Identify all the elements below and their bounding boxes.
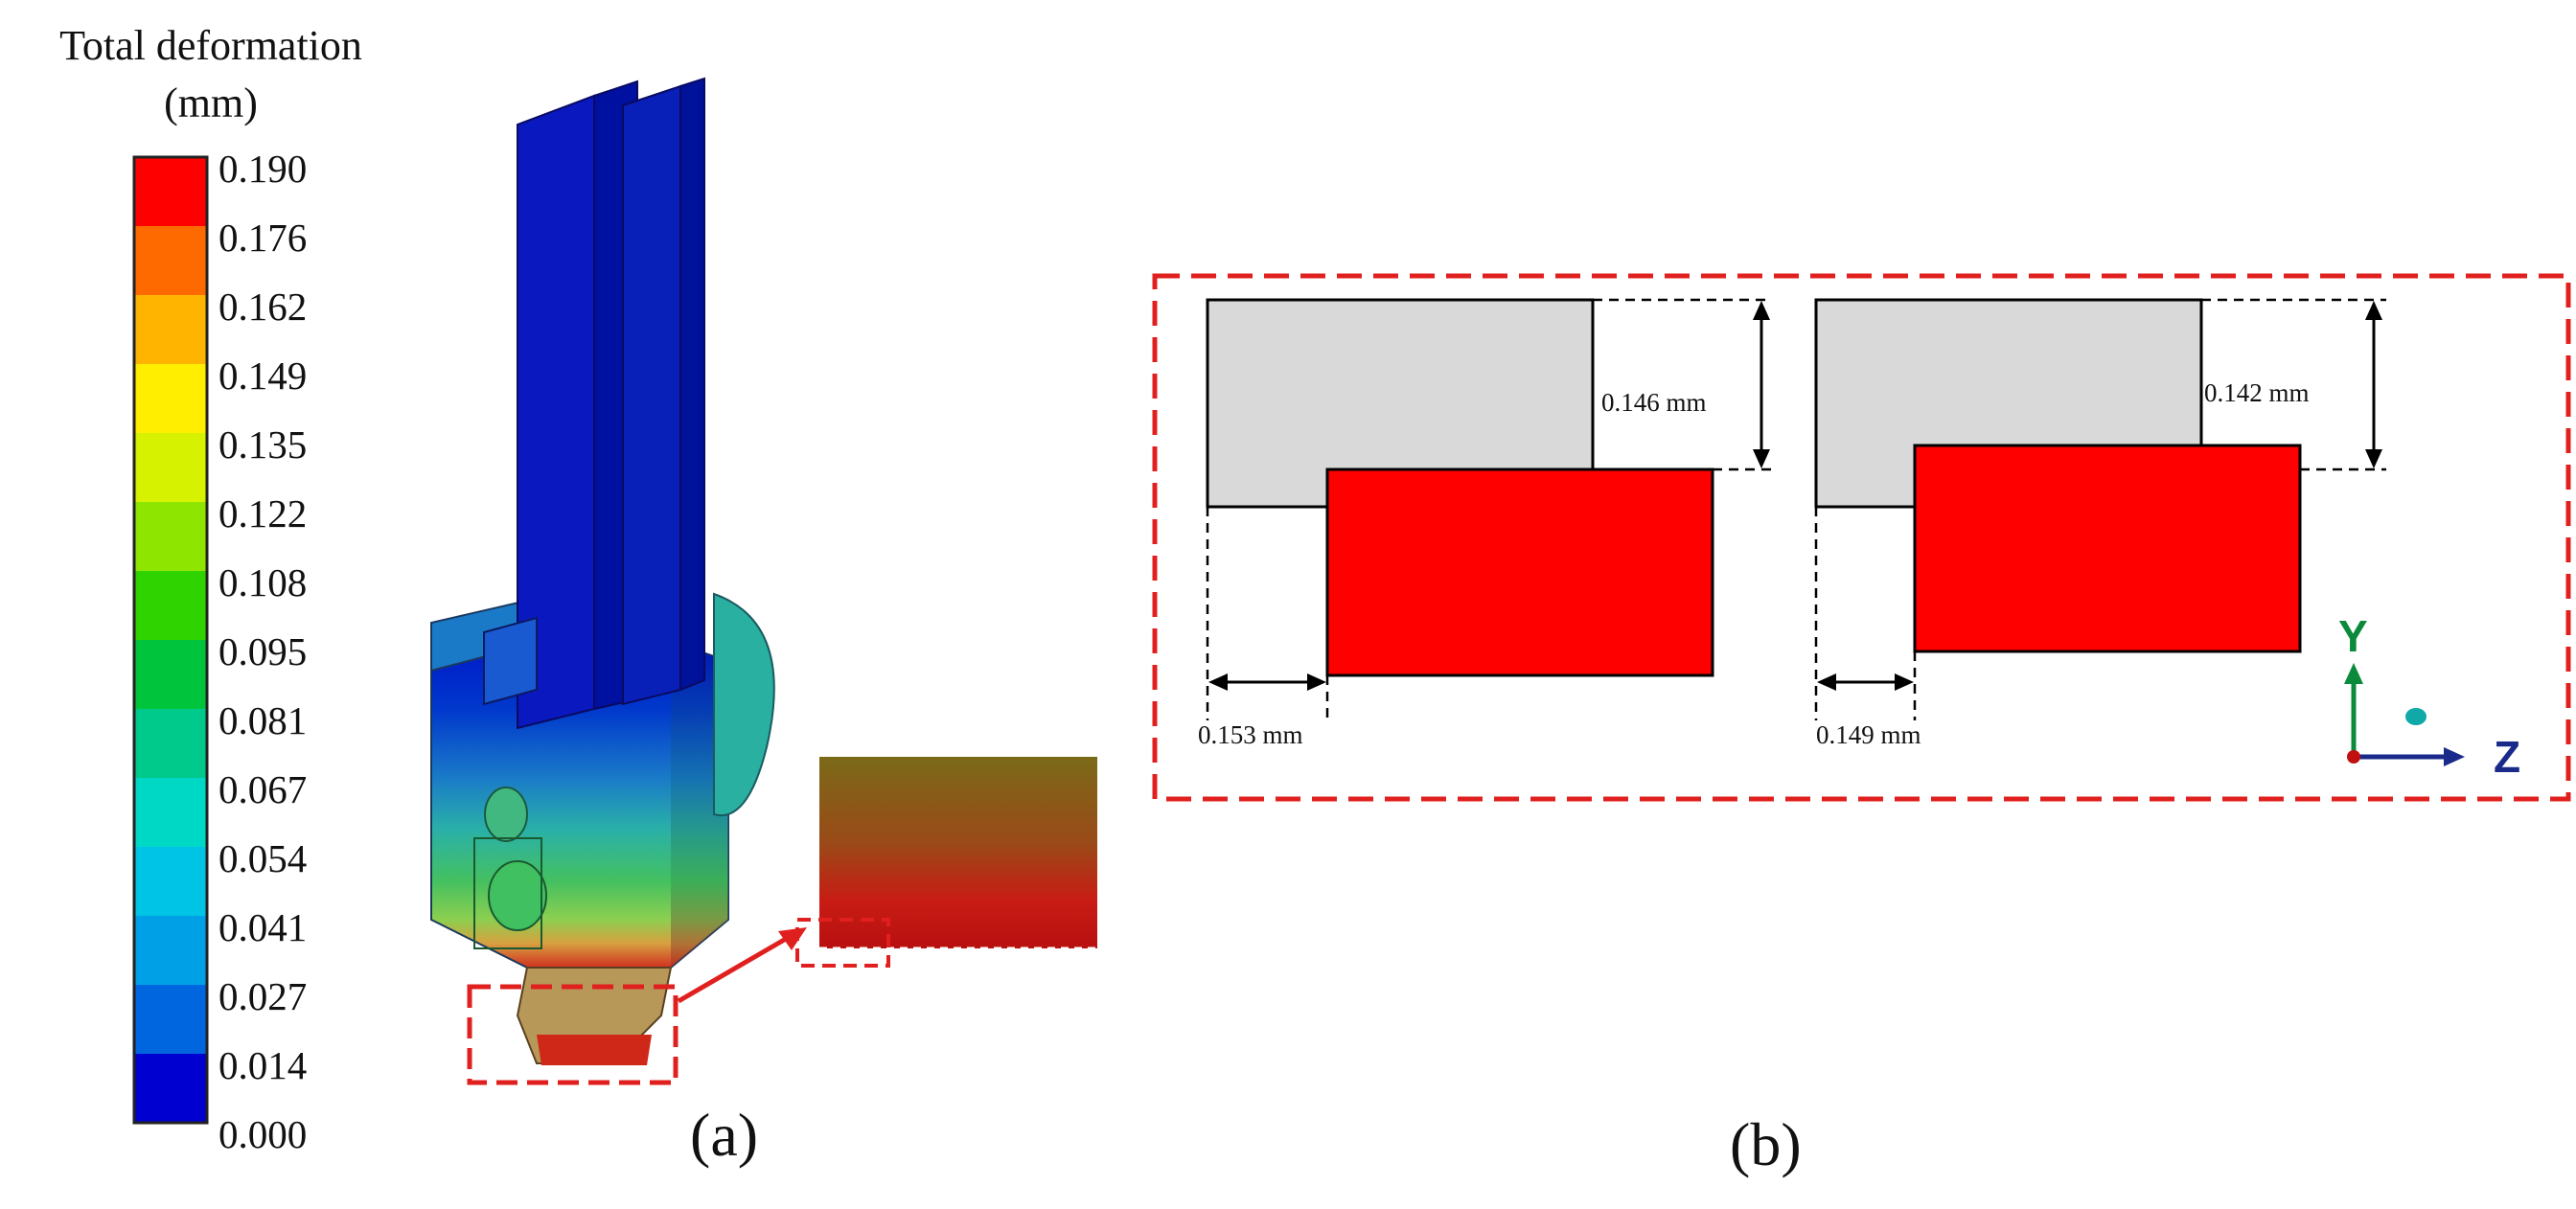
legend-tick-12: 0.027 (218, 974, 308, 1018)
axis-triad (2344, 663, 2465, 766)
legend-tick-1: 0.176 (218, 216, 308, 260)
y-axis-label: Y (2338, 611, 2368, 661)
legend-title: Total deformation (59, 22, 362, 69)
zoom-inset (795, 757, 1097, 968)
zoom-arrowhead (778, 927, 807, 950)
deformed-shape-right (1913, 444, 2302, 653)
colorbar-band-0 (134, 157, 207, 226)
colorbar-band-13 (134, 1054, 207, 1123)
panel-a-label: (a) (690, 1101, 759, 1169)
legend-tick-0: 0.190 (218, 147, 308, 191)
legend-tick-4: 0.135 (218, 422, 308, 467)
right-horizontal-offset-label: 0.149 mm (1816, 720, 1921, 749)
deformation-model (430, 77, 775, 1065)
highlight-box-model (467, 984, 678, 1085)
colorbar-band-9 (134, 778, 207, 847)
deformed-shape-left (1325, 468, 1714, 677)
colorbar-frame (132, 155, 209, 1125)
x-axis-marker (2405, 708, 2426, 725)
legend-tick-2: 0.162 (218, 285, 308, 329)
colorbar-band-8 (134, 709, 207, 778)
panel-b-frame (1152, 273, 2571, 802)
left-vertical-offset-label: 0.146 mm (1601, 388, 1707, 417)
legend-tick-11: 0.041 (218, 905, 308, 949)
colorbar-band-7 (134, 640, 207, 709)
legend-tick-5: 0.122 (218, 491, 308, 536)
legend-tick-14: 0.000 (218, 1112, 308, 1156)
panel-b-label: (b) (1730, 1110, 1802, 1178)
axis-origin (2347, 750, 2360, 764)
colorbar-band-11 (134, 916, 207, 985)
left-horizontal-offset-label: 0.153 mm (1198, 720, 1303, 749)
colorbar-band-10 (134, 847, 207, 916)
highlight-box-inset (795, 918, 890, 968)
legend-unit: (mm) (164, 80, 258, 126)
colorbar-band-3 (134, 364, 207, 433)
left-case-diagram (1206, 298, 1771, 720)
colorbar-band-4 (134, 433, 207, 502)
colorbar-band-5 (134, 502, 207, 571)
z-axis-label: Z (2494, 732, 2521, 782)
colorbar (132, 155, 209, 1125)
right-vertical-offset-label: 0.142 mm (2204, 378, 2310, 407)
legend-tick-7: 0.095 (218, 629, 308, 673)
legend-tick-3: 0.149 (218, 354, 308, 398)
right-case-diagram (1814, 298, 2386, 720)
colorbar-band-1 (134, 226, 207, 295)
legend-tick-13: 0.014 (218, 1043, 308, 1087)
colorbar-band-6 (134, 571, 207, 640)
legend-tick-6: 0.108 (218, 560, 308, 604)
legend-tick-10: 0.054 (218, 836, 308, 880)
colorbar-band-2 (134, 295, 207, 364)
legend-tick-8: 0.081 (218, 698, 308, 742)
colorbar-band-12 (134, 985, 207, 1054)
zoom-arrow (677, 936, 788, 1004)
legend-tick-9: 0.067 (218, 767, 308, 811)
